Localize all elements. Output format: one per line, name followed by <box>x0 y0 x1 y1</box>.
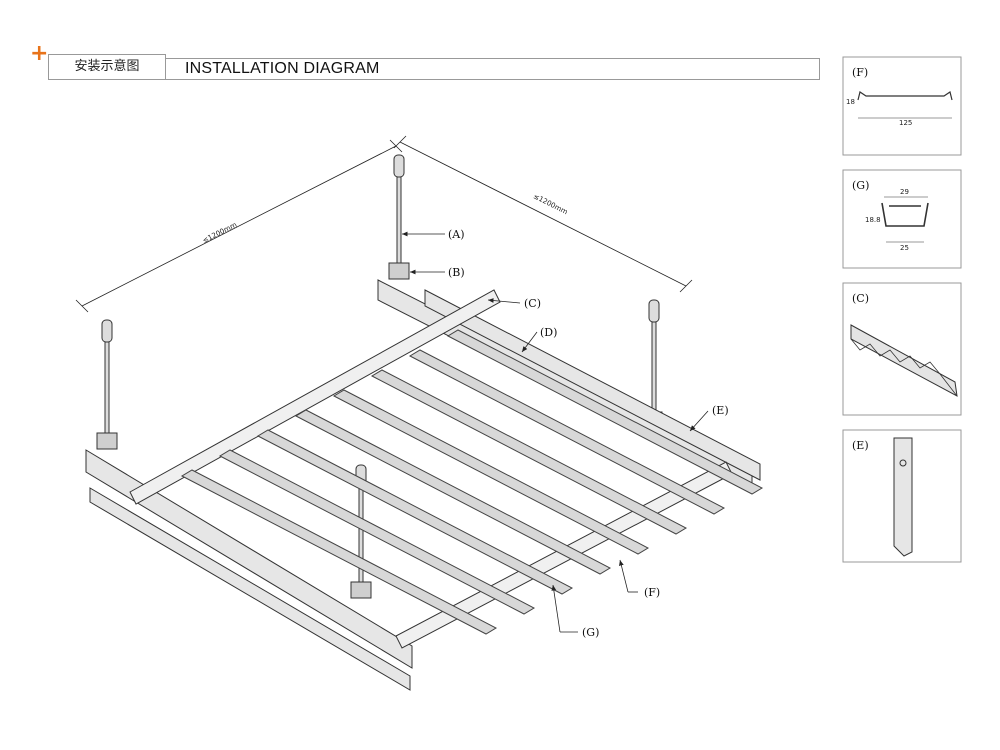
dimension-right: ≤1200mm <box>532 192 569 216</box>
header-bar: + 安装示意图 INSTALLATION DIAGRAM <box>30 41 820 81</box>
detail-panel-e: (E) <box>842 429 962 563</box>
ceiling-strips <box>180 329 764 635</box>
detail-panel-f: (F) 18 125 <box>842 56 962 156</box>
detail-g-height: 18.8 <box>865 216 881 224</box>
callout-d: (D) <box>540 326 557 339</box>
detail-c-label: (C) <box>852 292 869 305</box>
plus-icon: + <box>30 41 49 66</box>
callout-b: (B) <box>448 266 465 279</box>
detail-g-label: (G) <box>852 179 869 192</box>
detail-e-label: (E) <box>852 439 869 452</box>
dimension-lines <box>75 135 693 313</box>
detail-f-width: 125 <box>899 119 912 127</box>
detail-f-label: (F) <box>852 66 868 79</box>
callout-g: (G) <box>582 626 599 639</box>
leader-lines <box>402 231 709 633</box>
detail-g-bottom: 25 <box>900 244 909 252</box>
callout-e: (E) <box>712 404 729 417</box>
detail-g-top: 29 <box>900 188 909 196</box>
callout-f: (F) <box>644 586 660 599</box>
cn-title: 安装示意图 <box>48 54 166 80</box>
callout-c: (C) <box>524 297 541 310</box>
detail-panel-g: (G) 29 18.8 25 <box>842 169 962 269</box>
callout-a: (A) <box>448 228 465 241</box>
dimension-left: ≤1200mm <box>201 221 238 245</box>
page-title: INSTALLATION DIAGRAM <box>185 60 380 77</box>
detail-f-height: 18 <box>846 98 855 106</box>
detail-panel-c: (C) <box>842 282 962 416</box>
